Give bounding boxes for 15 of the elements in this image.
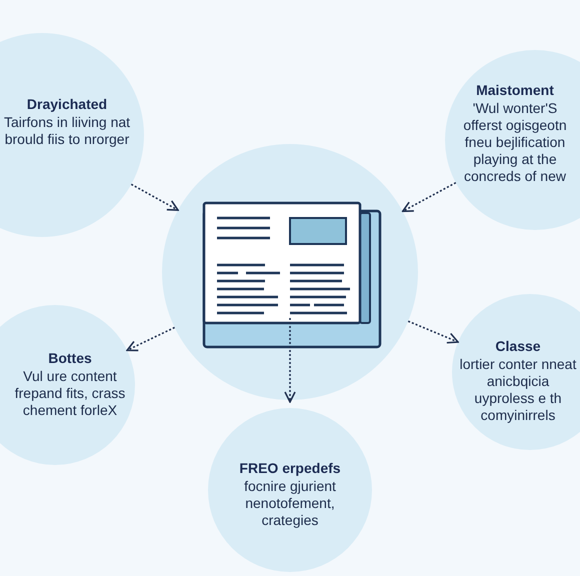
circle-description: focnire gjurient nenotofement, crategies <box>243 478 337 529</box>
circle-description: 'Wul wonter'S offerst ogisgeotn fneu bejlification playing at the concreds of new <box>462 100 568 185</box>
circle-heading: Maistoment <box>475 82 555 98</box>
circle-heading: Classe <box>494 338 542 354</box>
circle-heading: Bottes <box>47 350 93 366</box>
dotted-arrow <box>130 184 179 211</box>
circle-description: Vul ure content frepand fits, crass chement forleX <box>14 368 126 419</box>
circle-description: Tairfons in liiving nat brould fiis to nrorger <box>2 114 132 148</box>
dotted-arrow <box>408 320 459 344</box>
dotted-arrow <box>284 318 296 403</box>
dotted-arrow <box>402 182 456 212</box>
dotted-arrow <box>126 326 175 352</box>
circle-description: lortier conter nneat anicbqicia uyproless e th comyinirrels <box>458 356 578 424</box>
circle-heading: FREO erpedefs <box>238 460 342 476</box>
circle-heading: Drayichated <box>26 96 108 112</box>
